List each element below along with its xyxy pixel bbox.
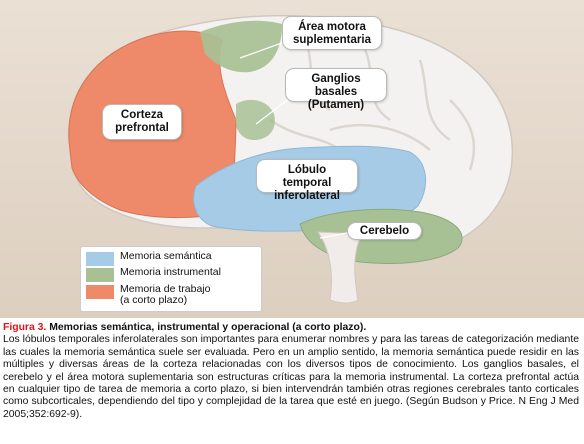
legend-swatch <box>86 252 114 266</box>
legend-item-instrumental: Memoria instrumental <box>86 267 221 285</box>
label-temporal-lobe: Lóbulo temporal inferolateral <box>256 159 358 202</box>
caption-title: Memorias semántica, instrumental y opera… <box>46 322 367 333</box>
legend-swatch <box>86 285 114 299</box>
brainstem <box>317 231 363 304</box>
legend-label: Memoria de trabajo (a corto plazo) <box>120 283 211 306</box>
legend-item-working: Memoria de trabajo (a corto plazo) <box>86 284 210 306</box>
legend: Memoria semántica Memoria instrumental M… <box>80 246 262 312</box>
label-basal-ganglia: Ganglios basales (Putamen) <box>285 68 387 111</box>
label-prefrontal-cortex: Corteza prefrontal <box>102 104 182 140</box>
caption-figure-label: Figura 3. <box>3 322 47 333</box>
figure-caption: Figura 3. Memorias semántica, instrument… <box>3 322 579 421</box>
legend-label: Memoria instrumental <box>120 266 221 278</box>
caption-title-line: Figura 3. Memorias semántica, instrument… <box>3 322 579 334</box>
brain-figure: Área motora suplementaria Ganglios basal… <box>0 0 584 318</box>
caption-body: Los lóbulos temporales inferolaterales s… <box>3 334 579 420</box>
legend-swatch <box>86 268 114 282</box>
label-cerebellum: Cerebelo <box>347 222 422 240</box>
basal-ganglia-region <box>235 99 275 140</box>
sma-region <box>200 20 282 73</box>
legend-item-semantic: Memoria semántica <box>86 251 212 269</box>
legend-label: Memoria semántica <box>120 250 212 262</box>
label-supplementary-motor-area: Área motora suplementaria <box>282 16 382 50</box>
